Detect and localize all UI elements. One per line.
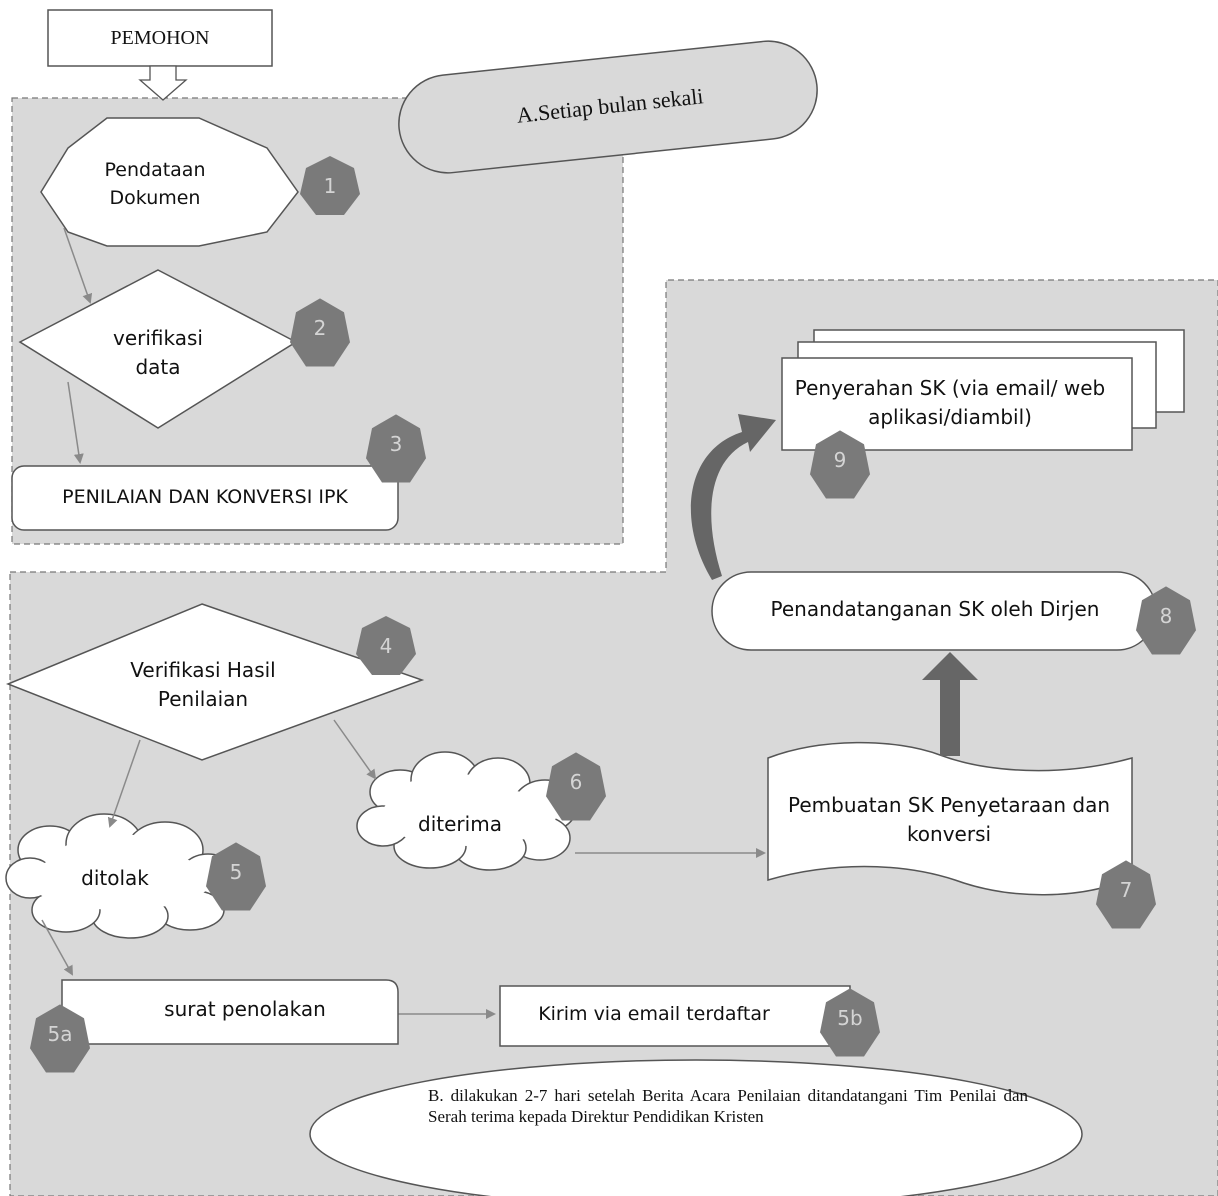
phase-b-oval	[309, 1059, 1083, 1196]
step4-badge: 4	[354, 614, 418, 678]
connector-1-2	[63, 227, 93, 304]
pemohon-label: PEMOHON	[110, 26, 210, 49]
step9-label: Penyerahan SK (via email/ web aplikasi/d…	[794, 376, 1106, 429]
connector-5-5a	[41, 919, 73, 976]
step5-label: ditolak	[81, 865, 149, 890]
step9-badge-number: 9	[833, 448, 847, 472]
step5a-badge-number: 5a	[47, 1022, 73, 1046]
step2-shape	[18, 269, 298, 429]
step8-badge-number: 8	[1159, 604, 1173, 628]
step4-badge-number: 4	[379, 634, 393, 658]
step3-badge: 3	[364, 412, 428, 483]
step2-label: verifikasi data	[113, 326, 203, 379]
step5b-label: Kirim via email terdaftar	[538, 1003, 770, 1026]
step3-label: PENILAIAN DAN KONVERSI IPK	[62, 486, 348, 509]
pemohon-arrow	[138, 65, 188, 101]
step7-badge-number: 7	[1119, 878, 1133, 902]
step6-badge: 6	[544, 750, 608, 821]
step5-badge-number: 5	[229, 860, 243, 884]
connector-4-6	[333, 719, 377, 780]
step6-badge-number: 6	[569, 770, 583, 794]
step2-badge-number: 2	[313, 316, 327, 340]
phase-b-label: B. dilakukan 2-7 hari setelah Berita Aca…	[428, 1086, 1028, 1126]
step1-label: Pendataan Dokumen	[104, 159, 206, 209]
step5a-badge: 5a	[28, 1002, 92, 1073]
step5b-badge-number: 5b	[837, 1006, 863, 1030]
step5-badge: 5	[204, 840, 268, 911]
step4-label: Verifikasi Hasil Penilaian	[130, 658, 276, 711]
step7-label: Pembuatan SK Penyetaraan dan konversi	[787, 793, 1111, 846]
step8-badge: 8	[1134, 584, 1198, 655]
phase-a-oval	[398, 40, 818, 174]
step6-label: diterima	[418, 811, 502, 836]
connector-4-5	[107, 739, 141, 828]
step9-badge: 9	[808, 428, 872, 499]
arrow-7-8	[922, 652, 978, 756]
arrow-8-9	[690, 414, 776, 580]
step3-shape	[11, 465, 399, 531]
step1-badge: 1	[298, 154, 362, 218]
step4-shape	[5, 603, 425, 761]
step1-shape	[40, 117, 299, 247]
step8-label: Penandatanganan SK oleh Dirjen	[770, 596, 1100, 621]
step7-shape	[767, 741, 1133, 896]
step5a-label: surat penolakan	[164, 996, 326, 1021]
step5b-badge: 5b	[818, 986, 882, 1057]
phase-b-panel	[9, 279, 1218, 1196]
step7-badge: 7	[1094, 858, 1158, 929]
step2-badge: 2	[288, 296, 352, 367]
step1-badge-number: 1	[323, 174, 337, 198]
step3-badge-number: 3	[389, 432, 403, 456]
connector-2-3	[67, 381, 84, 464]
